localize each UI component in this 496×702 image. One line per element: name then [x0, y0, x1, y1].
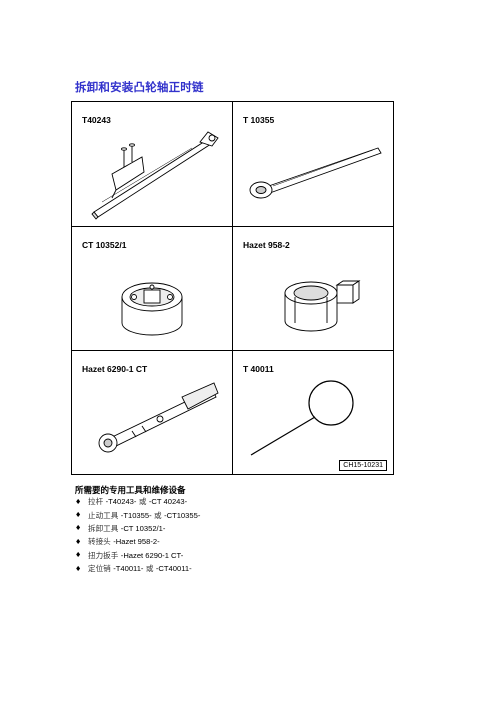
tool-cell-t40011: T 40011 CH15-10231: [233, 351, 393, 475]
diamond-bullet-icon: ♦: [75, 497, 82, 506]
list-item: ♦ 拆卸工具 -CT 10352/1-: [75, 523, 166, 533]
tool-cell-t40243: T40243: [72, 102, 232, 226]
list-item: ♦ 止动工具 -T10355- 或 -CT10355-: [75, 510, 201, 520]
locating-pin-image: [250, 380, 354, 456]
tool-label: T40243: [82, 115, 111, 125]
figure-id: CH15-10231: [339, 460, 387, 471]
tool-cell-hazet-958-2: Hazet 958-2: [233, 227, 393, 351]
removal-tool-image: [121, 282, 183, 336]
tool-cell-t10355: T 10355: [233, 102, 393, 226]
tool-label: CT 10352/1: [82, 240, 127, 250]
table-divider-row-1: [72, 226, 393, 227]
table-divider-row-2: [72, 350, 393, 351]
tool-label: Hazet 958-2: [243, 240, 290, 250]
diamond-bullet-icon: ♦: [75, 564, 82, 573]
tools-table: T40243 T 10355: [71, 101, 394, 475]
diamond-bullet-icon: ♦: [75, 551, 82, 560]
torque-wrench-image: [98, 382, 219, 453]
puller-bar-image: [91, 131, 219, 220]
tool-label: T 40011: [243, 364, 274, 374]
list-item: ♦ 扭力扳手 -Hazet 6290-1 CT-: [75, 550, 184, 560]
equipment-list: ♦ 拉杆 -T40243- 或 -CT 40243- ♦ 止动工具 -T1035…: [75, 495, 200, 575]
tool-cell-hazet-6290-1: Hazet 6290-1 CT: [72, 351, 232, 475]
page-title: 拆卸和安装凸轮轴正时链: [75, 80, 204, 94]
list-item: ♦ 拉杆 -T40243- 或 -CT 40243-: [75, 497, 188, 507]
tool-label: Hazet 6290-1 CT: [82, 364, 148, 374]
tool-cell-ct10352: CT 10352/1: [72, 227, 232, 351]
diamond-bullet-icon: ♦: [75, 511, 82, 520]
list-item: ♦ 定位销 -T40011- 或 -CT40011-: [75, 564, 192, 574]
adapter-image: [284, 280, 361, 332]
holding-tool-image: [249, 147, 382, 199]
equipment-title: 所需要的专用工具和维修设备: [75, 486, 186, 496]
diamond-bullet-icon: ♦: [75, 524, 82, 533]
tool-label: T 10355: [243, 115, 275, 125]
table-divider-vertical: [232, 102, 233, 474]
list-item: ♦ 转接头 -Hazet 958-2-: [75, 537, 160, 547]
diamond-bullet-icon: ♦: [75, 537, 82, 546]
